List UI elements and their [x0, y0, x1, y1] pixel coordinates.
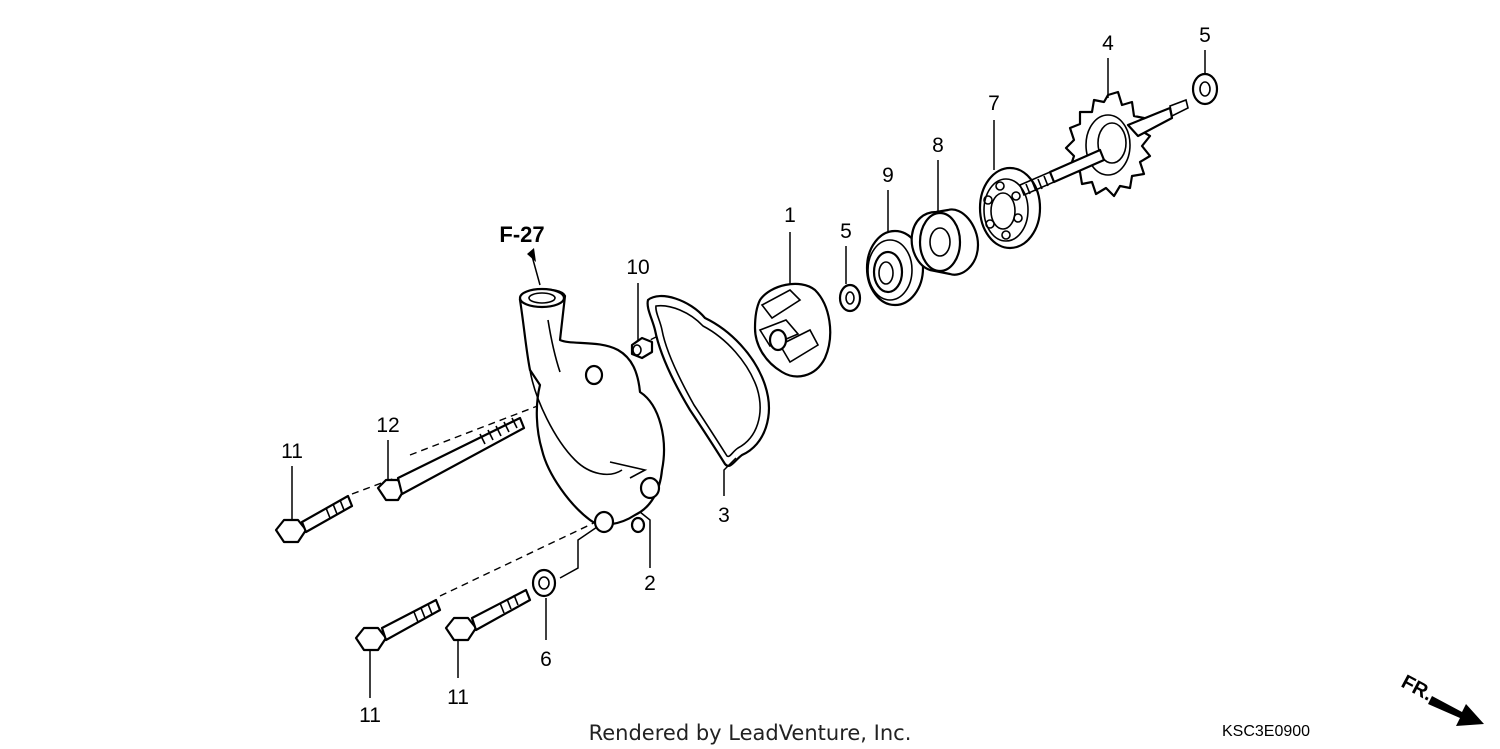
- reference-label: F-27: [499, 222, 544, 247]
- direction-arrow-icon: [1428, 696, 1484, 726]
- callout-5-impeller: 5: [840, 220, 852, 243]
- callout-6: 6: [540, 648, 552, 671]
- callout-labels: 1 2 3 4 5 5 6 7 8 9 10 11 11 11 12: [281, 24, 1211, 727]
- callout-11-lower-left: 11: [359, 704, 381, 727]
- callout-9: 9: [882, 164, 894, 187]
- callout-5-end: 5: [1199, 24, 1211, 47]
- washer-bottom: [531, 568, 557, 598]
- ball-bearing: [978, 166, 1042, 250]
- diagram-code: KSC3E0900: [1222, 723, 1310, 740]
- reference-arrowhead: [527, 248, 536, 262]
- callout-3: 3: [718, 504, 730, 527]
- bolt-lower-left: [354, 598, 442, 652]
- callout-12: 12: [376, 414, 399, 437]
- washer-small: [838, 283, 862, 313]
- callout-11-lower-right: 11: [447, 686, 469, 709]
- washer-end: [1191, 72, 1219, 106]
- callout-10: 10: [626, 256, 649, 279]
- callout-4: 4: [1102, 32, 1114, 55]
- water-seal: [865, 229, 925, 307]
- bolt-upper: [274, 494, 354, 544]
- bolt-lower-right: [444, 588, 532, 642]
- pump-cover: [518, 287, 666, 534]
- pump-shaft-gear: [1018, 90, 1189, 198]
- leader-lines: [291, 50, 1206, 698]
- callout-8: 8: [932, 134, 944, 157]
- impeller: [753, 282, 832, 378]
- callout-2: 2: [644, 572, 656, 595]
- oil-seal: [910, 208, 980, 276]
- front-direction-indicator: FR.: [1398, 671, 1484, 726]
- credit-text: Rendered by LeadVenture, Inc.: [589, 721, 912, 745]
- dowel-pin: [630, 336, 654, 360]
- long-bolt: [376, 416, 526, 502]
- callout-11-upper: 11: [281, 440, 303, 463]
- gasket: [646, 295, 770, 467]
- callout-1: 1: [784, 204, 796, 227]
- callout-7: 7: [988, 92, 1000, 115]
